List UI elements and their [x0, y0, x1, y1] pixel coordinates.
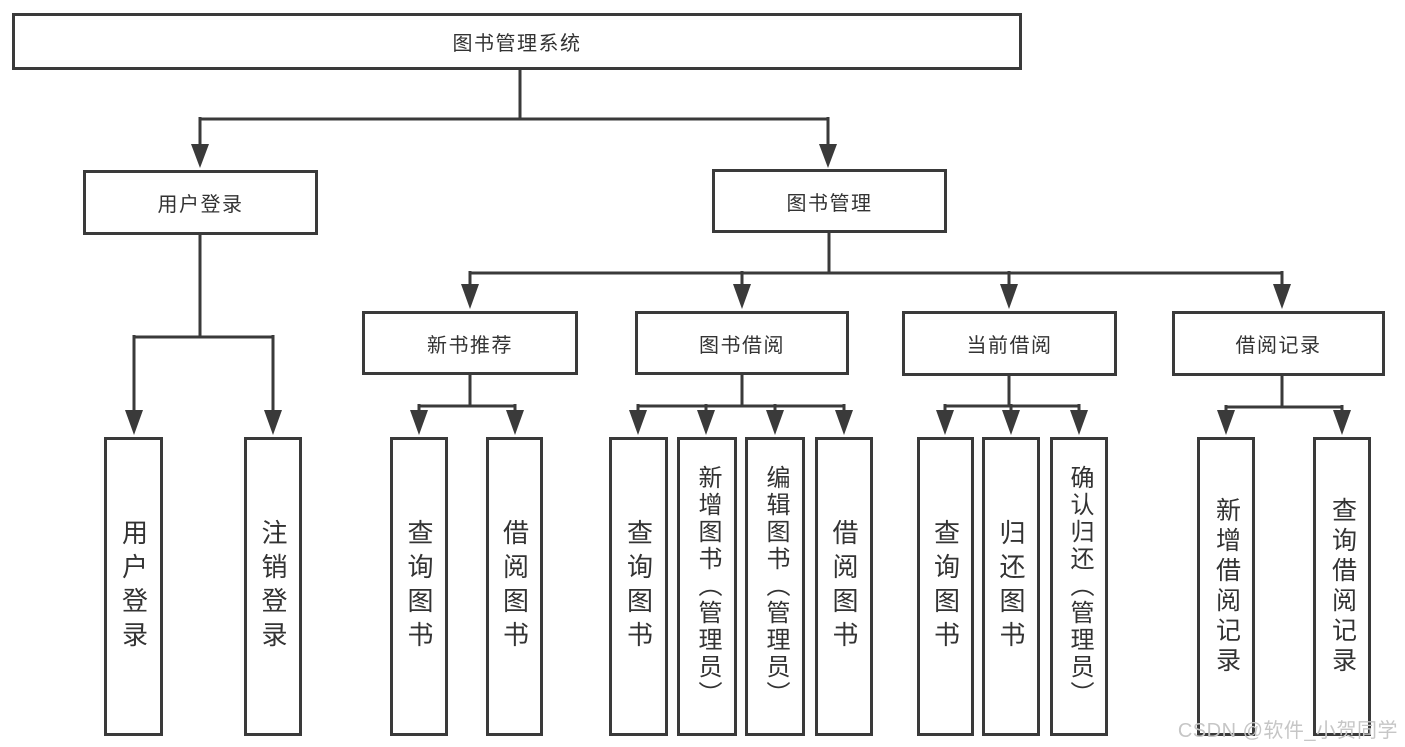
node-label: 新书推荐 [427, 334, 513, 357]
leaf-query-books-1: 查询图书 [390, 437, 448, 736]
node-user-login: 用户登录 [83, 170, 318, 235]
node-label: 查询图书 [404, 518, 434, 655]
node-current-borrowing: 当前借阅 [902, 311, 1117, 376]
leaf-borrow-books-1: 借阅图书 [486, 437, 543, 736]
node-label: 新增图书（管理员） [694, 465, 721, 708]
node-label: 查询图书 [930, 518, 961, 655]
node-label: 确认归还（管理员） [1066, 465, 1093, 708]
csdn-watermark: CSDN @软件_小贺同学 [1177, 720, 1398, 742]
node-label: 注销登录 [258, 518, 288, 655]
leaf-add-book-admin: 新增图书（管理员） [677, 437, 737, 736]
leaf-user-login: 用户登录 [104, 437, 163, 736]
node-label: 归还图书 [996, 518, 1026, 655]
node-label: 当前借阅 [966, 335, 1053, 357]
leaf-edit-book-admin: 编辑图书（管理员） [745, 437, 805, 736]
node-label: 编辑图书（管理员） [762, 465, 789, 708]
node-label: 图书管理系统 [452, 33, 582, 55]
node-label: 新增借阅记录 [1212, 496, 1241, 677]
node-new-book-recommend: 新书推荐 [362, 311, 578, 375]
node-label: 用户登录 [118, 518, 149, 655]
node-label: 图书借阅 [699, 334, 785, 357]
node-label: 借阅记录 [1235, 335, 1322, 357]
connector-strokes [132, 70, 1344, 413]
node-label: 用户登录 [157, 194, 244, 216]
leaf-query-books-3: 查询图书 [917, 437, 974, 736]
node-label: 查询图书 [623, 518, 654, 655]
leaf-query-books-2: 查询图书 [609, 437, 668, 736]
node-label: 借阅图书 [829, 518, 859, 655]
leaf-query-borrow-record: 查询借阅记录 [1313, 437, 1371, 736]
node-root-system: 图书管理系统 [12, 13, 1022, 70]
node-label: 查询借阅记录 [1328, 496, 1357, 677]
node-label: 借阅图书 [499, 518, 530, 655]
leaf-return-books: 归还图书 [982, 437, 1040, 736]
node-label: 图书管理 [786, 192, 873, 215]
node-borrowing-records: 借阅记录 [1172, 311, 1385, 376]
node-book-borrowing: 图书借阅 [635, 311, 849, 375]
leaf-add-borrow-record: 新增借阅记录 [1197, 437, 1255, 736]
leaf-logout: 注销登录 [244, 437, 302, 736]
node-book-management: 图书管理 [712, 169, 947, 233]
arrowheads [125, 144, 1351, 435]
leaf-borrow-books-2: 借阅图书 [815, 437, 873, 736]
leaf-confirm-return-admin: 确认归还（管理员） [1050, 437, 1108, 736]
